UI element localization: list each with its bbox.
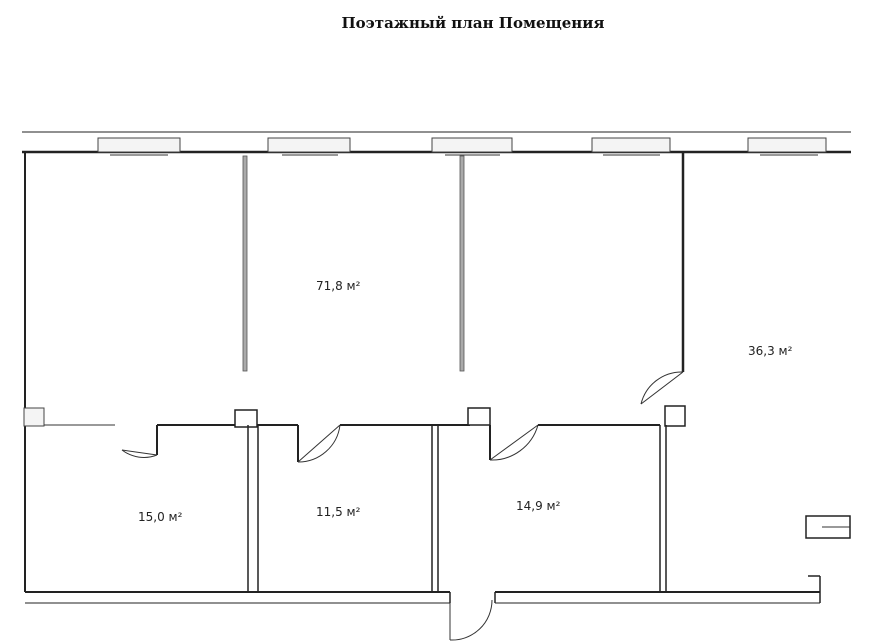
room-a-door: [121, 449, 158, 458]
entrance-door: [449, 599, 493, 641]
partition-1: [242, 155, 248, 372]
room-label-large: 71,8 м²: [316, 279, 361, 293]
bottom-wall: [25, 575, 821, 604]
small-room-walls: [247, 425, 667, 592]
partition-2: [459, 155, 465, 372]
corridor-wall: [156, 405, 686, 462]
room-labels: 71,8 м² 36,3 м² 15,0 м² 11,5 м² 14,9 м²: [138, 279, 793, 524]
room-label-c: 14,9 м²: [516, 499, 561, 513]
room-label-b: 11,5 м²: [316, 505, 361, 519]
window-3: [431, 137, 513, 153]
room-b-door: [297, 424, 341, 463]
column-1: [234, 409, 258, 428]
windows: [97, 137, 827, 156]
window-2: [267, 137, 351, 153]
window-5: [747, 137, 827, 153]
plan-title: Поэтажный план Помещения: [341, 14, 605, 32]
window-4: [591, 137, 671, 153]
right-fixture: [805, 515, 851, 539]
left-wall-opening: [23, 407, 45, 427]
window-1: [97, 137, 181, 153]
side-room-door: [640, 371, 684, 405]
column-3: [664, 405, 686, 427]
room-label-side: 36,3 м²: [748, 344, 793, 358]
room-c-door: [489, 424, 539, 461]
room-label-a: 15,0 м²: [138, 510, 183, 524]
column-2: [467, 407, 491, 426]
